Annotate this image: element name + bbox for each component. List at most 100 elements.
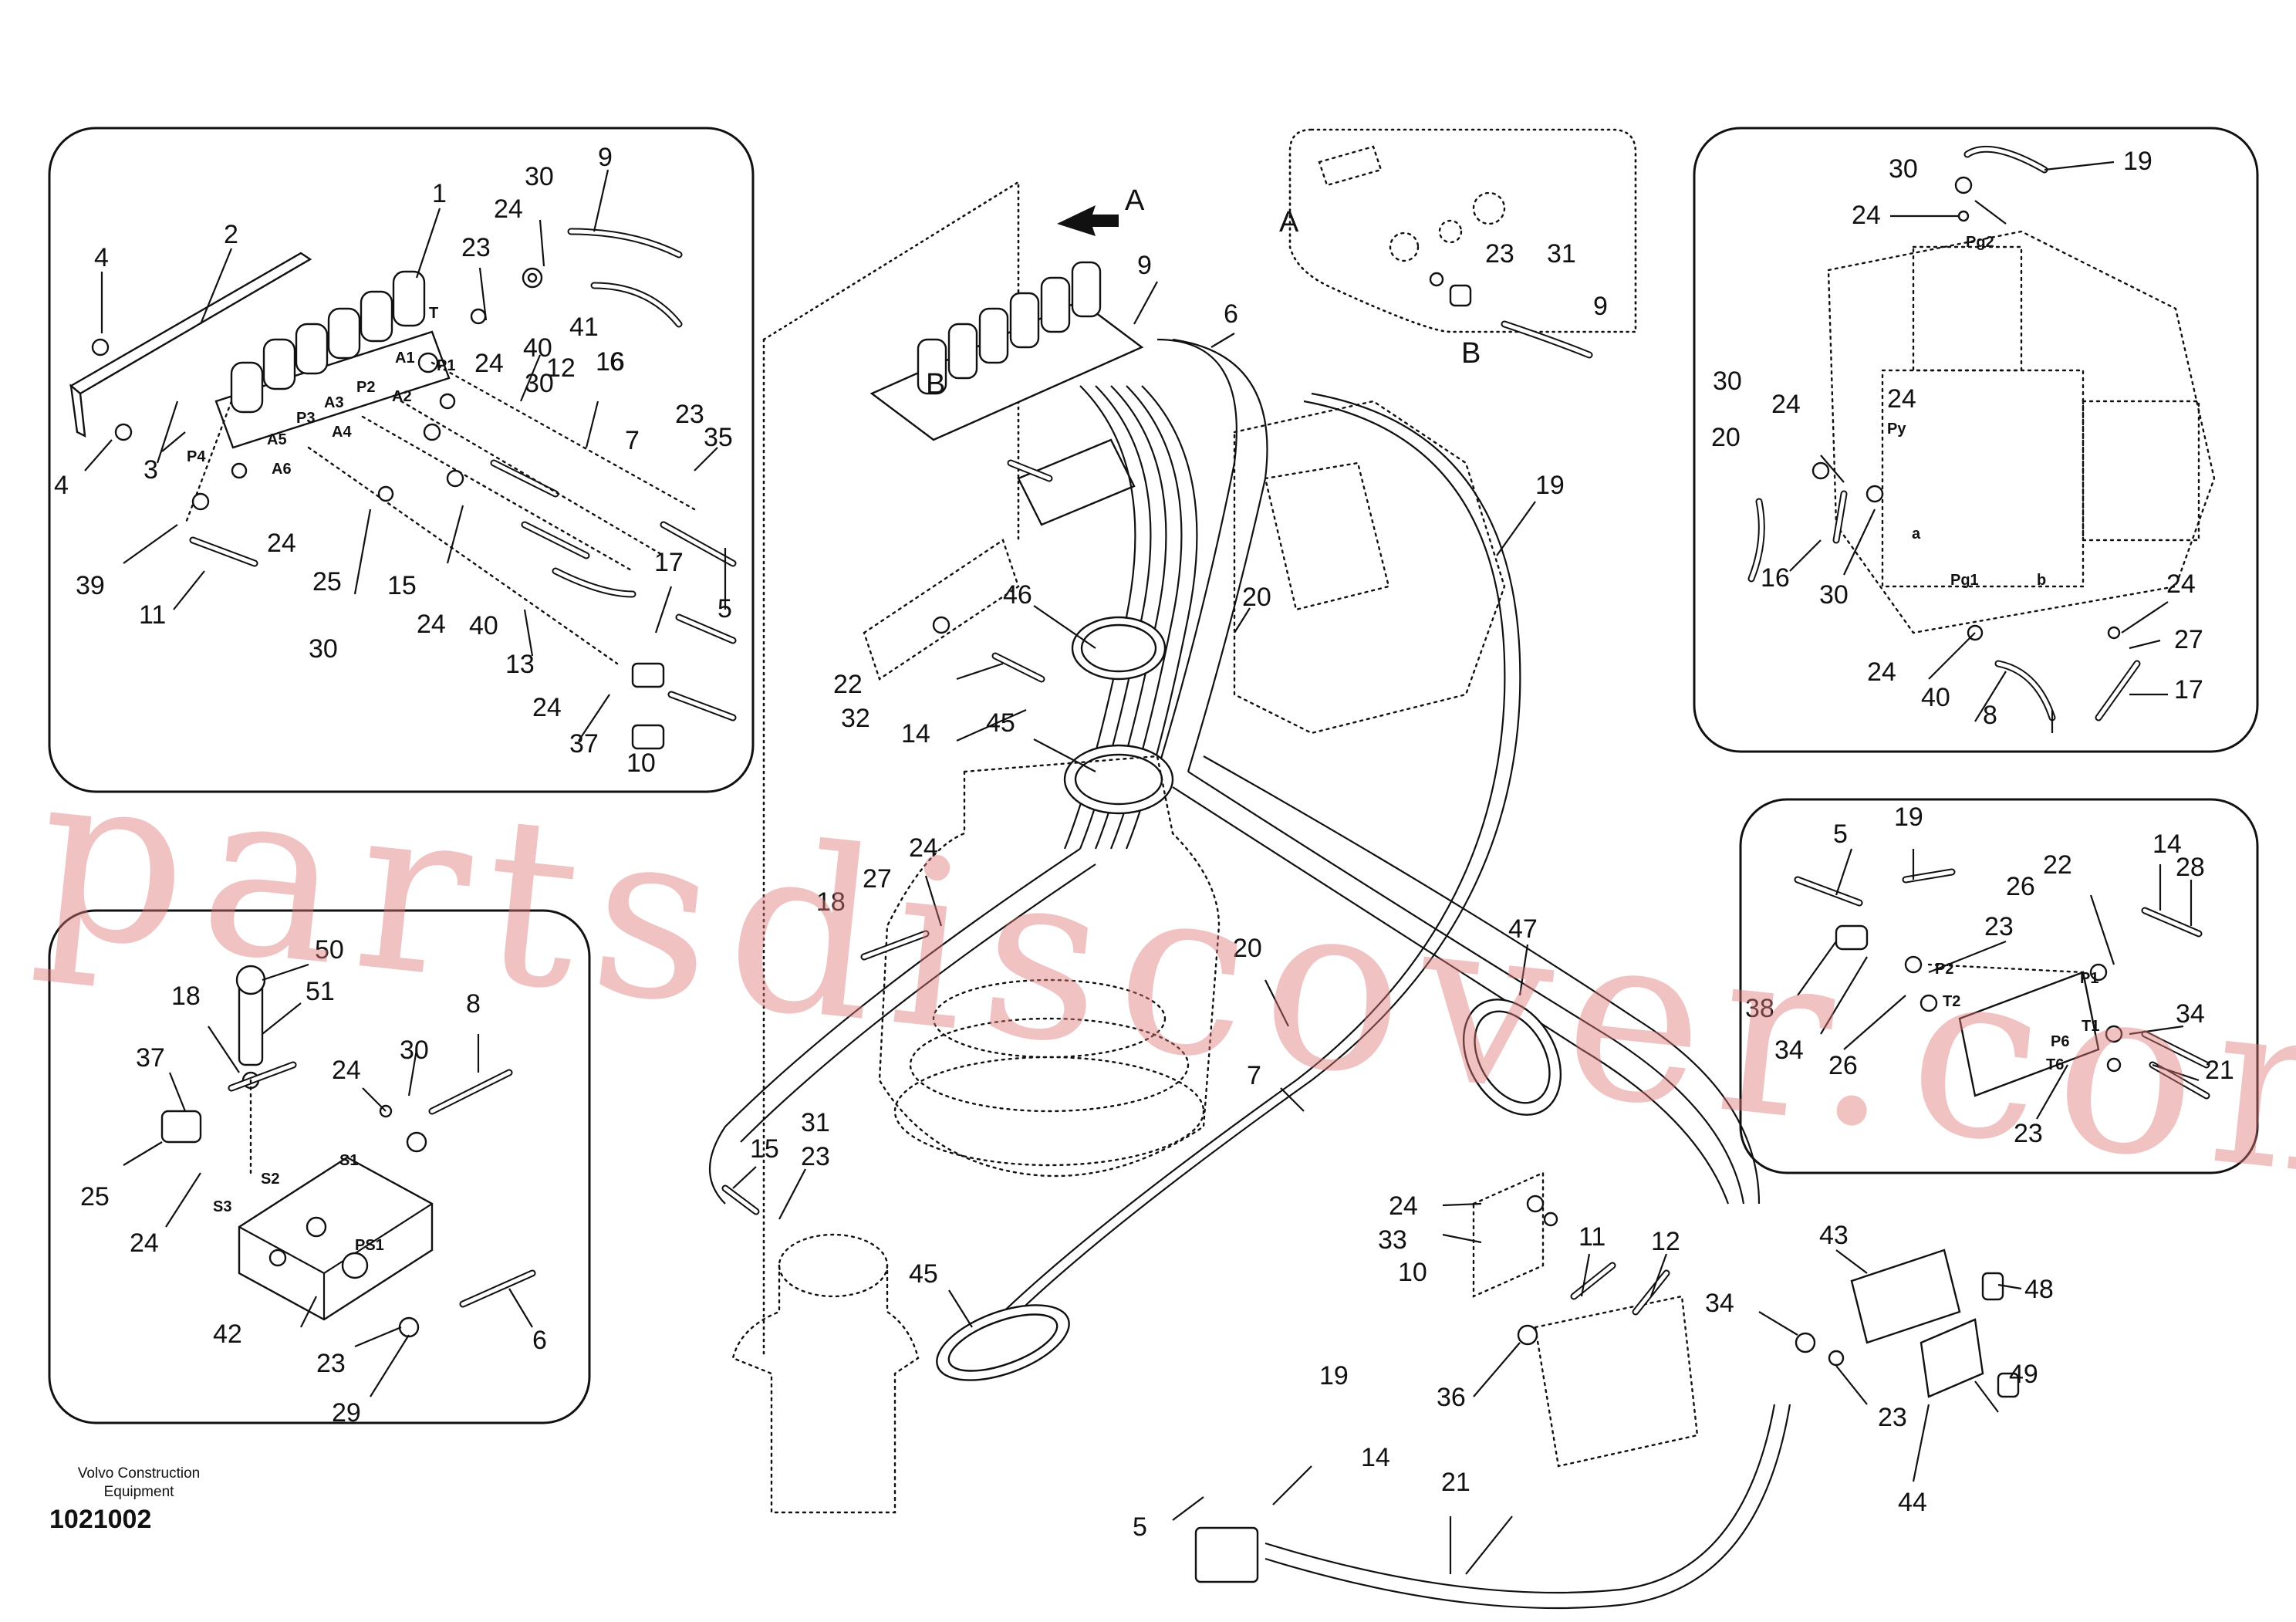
callout-9: 9: [598, 143, 613, 172]
port-label: P6: [2051, 1033, 2069, 1050]
callout-26: 26: [1828, 1051, 1858, 1080]
callout-23: 23: [1485, 239, 1514, 269]
callout-7: 7: [1247, 1061, 1261, 1090]
callout-24: 24: [2166, 569, 2196, 599]
port-label: T2: [1943, 993, 1960, 1010]
callout-19: 19: [2123, 147, 2152, 176]
callout-8: 8: [466, 989, 481, 1019]
callout-20: 20: [1711, 423, 1741, 452]
callout-6: 6: [532, 1326, 547, 1355]
callout-13: 13: [505, 650, 535, 679]
callout-34: 34: [2176, 999, 2205, 1029]
callout-24: 24: [494, 194, 523, 224]
callout-40: 40: [469, 611, 498, 640]
callout-12: 12: [546, 353, 576, 383]
callout-43: 43: [1819, 1221, 1849, 1250]
callout-7: 7: [625, 426, 640, 455]
callout-30: 30: [525, 162, 554, 191]
callout-23: 23: [675, 400, 704, 429]
callout-6: 6: [1224, 299, 1238, 329]
callout-51: 51: [306, 977, 335, 1006]
callout-42: 42: [213, 1320, 242, 1349]
callout-30: 30: [1819, 580, 1849, 610]
callout-30: 30: [309, 634, 338, 664]
callout-30: 30: [1889, 154, 1918, 184]
port-label: A6: [272, 461, 292, 478]
port-label: Pg2: [1966, 234, 1994, 251]
port-label: Py: [1887, 421, 1906, 438]
ports-top-right: Pg2 Py a Pg1 b: [1887, 234, 2046, 589]
port-label: P1: [2080, 970, 2098, 987]
port-label: A2: [392, 388, 412, 405]
port-label: S1: [339, 1152, 358, 1169]
callouts-middle-right: 5 19 22 14 28 26 23 38 34 26 23 34 21: [1745, 803, 2234, 1148]
callout-24: 24: [130, 1228, 159, 1258]
callout-4: 4: [54, 471, 69, 500]
main-assembly-drawing: [709, 205, 2020, 1610]
callouts-top-left: 1 2 3 4 4 5 6 7 9 10 11 12 13 15 16 17 2…: [54, 143, 733, 778]
callout-15: 15: [750, 1134, 779, 1164]
callout-5: 5: [1133, 1512, 1147, 1542]
callout-34: 34: [1774, 1036, 1804, 1065]
callout-27: 27: [2174, 625, 2203, 654]
callout-9: 9: [1593, 292, 1608, 321]
view-label-b: B: [1461, 337, 1481, 370]
callout-23: 23: [1984, 912, 2014, 941]
port-label: P3: [296, 410, 315, 427]
callout-38: 38: [1745, 994, 1774, 1023]
port-label: a: [1912, 525, 1921, 542]
callout-23: 23: [316, 1349, 346, 1378]
callouts-top-right: 30 19 24 30 24 24 20 16 30 24 27 24 40 8…: [1711, 147, 2203, 730]
callout-24: 24: [1771, 390, 1801, 419]
callout-19: 19: [1535, 471, 1565, 500]
ports-bottom-left: S1 S2 S3 PS1: [213, 1152, 384, 1254]
panel-top-left: [48, 127, 755, 793]
callout-16: 16: [596, 347, 625, 377]
callout-50: 50: [315, 935, 344, 965]
callout-5: 5: [718, 594, 732, 623]
port-label: A5: [267, 431, 287, 448]
callouts-main: A B 9 6 19 20 46 22 32 14 45 24 27 18 20…: [750, 184, 2054, 1542]
callout-14: 14: [1361, 1443, 1390, 1472]
port-label: P2: [356, 379, 375, 396]
callout-10: 10: [1398, 1258, 1427, 1287]
callout-11: 11: [139, 600, 166, 630]
callout-22: 22: [2043, 850, 2072, 880]
callout-22: 22: [833, 670, 863, 699]
callout-18: 18: [171, 982, 201, 1011]
callout-44: 44: [1898, 1488, 1927, 1517]
callout-40: 40: [523, 333, 552, 363]
callout-35: 35: [704, 423, 733, 452]
view-label-a: A: [1125, 184, 1145, 217]
callout-9: 9: [1137, 251, 1152, 280]
callout-24: 24: [1867, 657, 1896, 687]
callout-1: 1: [432, 179, 447, 208]
callout-8: 8: [1983, 701, 1997, 730]
callout-23: 23: [2014, 1119, 2043, 1148]
callout-14: 14: [901, 719, 930, 748]
view-label-b: B: [926, 368, 945, 400]
callout-20: 20: [1233, 934, 1262, 963]
callout-24: 24: [474, 349, 504, 378]
callout-49: 49: [2009, 1360, 2038, 1389]
drawing-number: 1021002: [49, 1505, 152, 1534]
port-label: P4: [187, 448, 206, 465]
port-label: b: [2037, 572, 2046, 589]
panel-top-right-drawing: [1747, 145, 2216, 721]
callout-11: 11: [1578, 1222, 1606, 1252]
port-label: T1: [2082, 1018, 2099, 1035]
callout-12: 12: [1651, 1227, 1680, 1256]
callout-26: 26: [2006, 872, 2035, 901]
callouts-top-middle: A B 23 31 9: [1279, 206, 1608, 370]
callout-24: 24: [1887, 384, 1916, 414]
view-arrow-icon: [1057, 205, 1119, 236]
port-label: A3: [324, 394, 344, 411]
callout-31: 31: [1547, 239, 1576, 269]
callout-45: 45: [986, 708, 1015, 738]
callout-23: 23: [461, 233, 491, 262]
callout-36: 36: [1437, 1383, 1466, 1412]
callout-32: 32: [841, 704, 870, 733]
callout-23: 23: [801, 1142, 830, 1171]
callout-17: 17: [654, 548, 684, 577]
phantom-frame: [762, 180, 1020, 1360]
